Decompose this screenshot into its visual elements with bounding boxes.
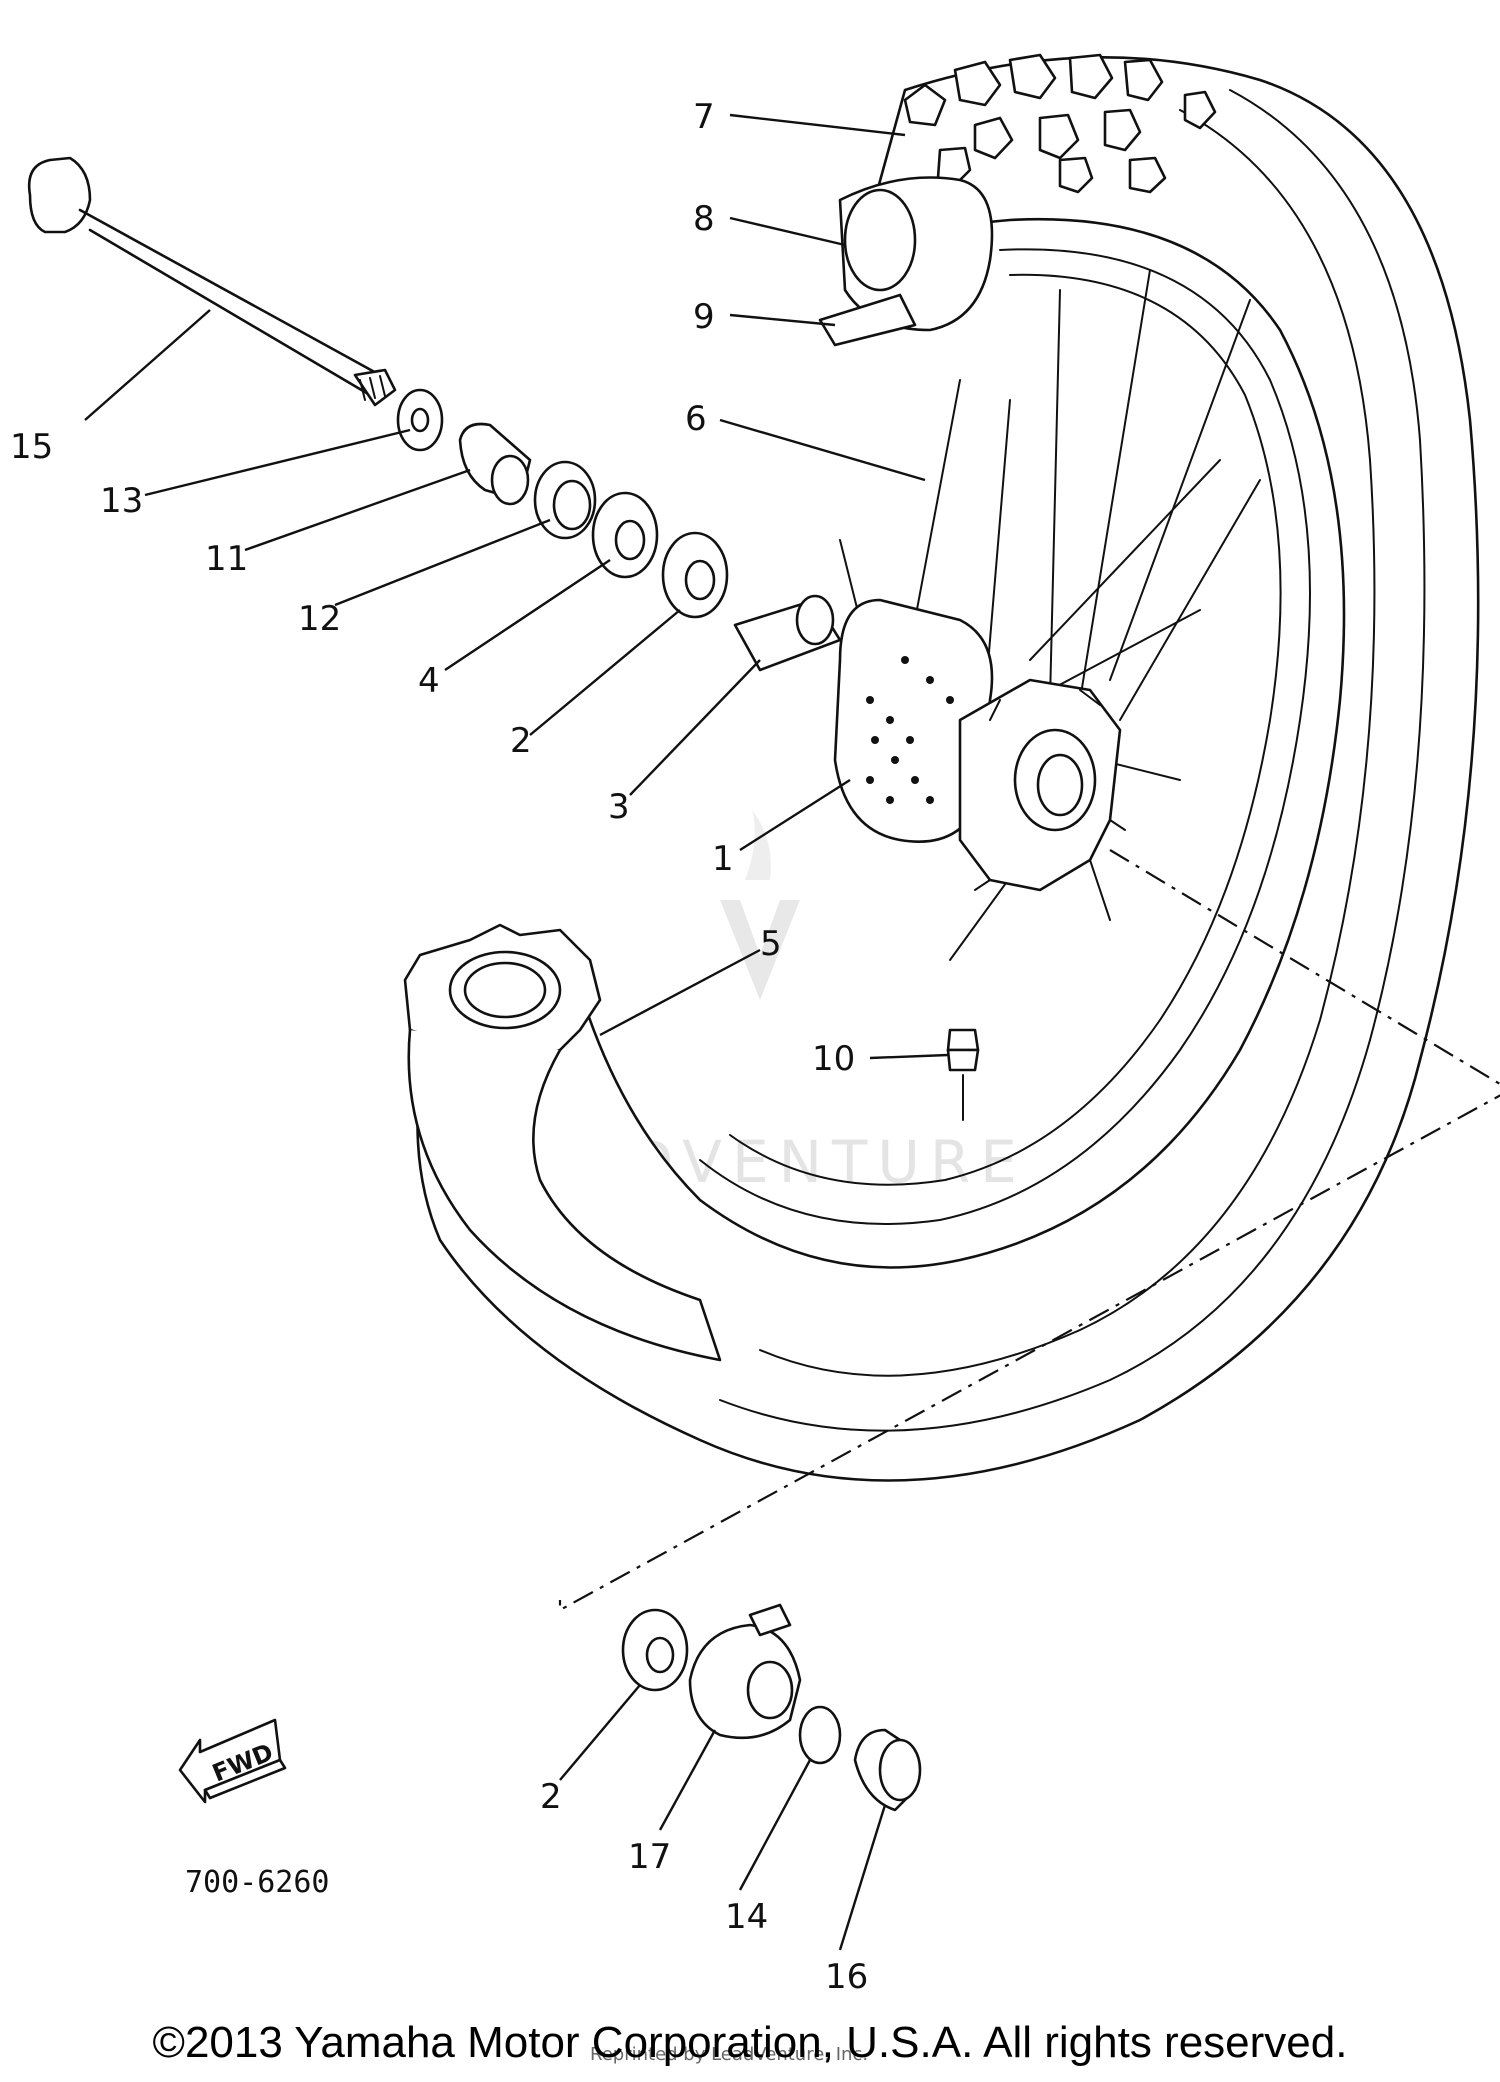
- callout-15: 15: [10, 427, 53, 467]
- callout-6: 6: [685, 399, 707, 439]
- inner-tube: [838, 176, 994, 332]
- callout-17: 17: [628, 1837, 671, 1877]
- callout-7: 7: [693, 97, 715, 137]
- reprint-credit: Reprinted by LeadVenture, Inc.: [590, 2044, 868, 2065]
- bearing-2-upper: [661, 531, 729, 619]
- washer-13: [396, 388, 444, 452]
- callout-2-lower: 2: [540, 1777, 562, 1817]
- axle: [27, 156, 397, 407]
- callout-16: 16: [825, 1957, 868, 1997]
- tire-cross-section: [403, 923, 722, 1362]
- copyright-notice: ©2013 Yamaha Motor Corporation, U.S.A. A…: [152, 2018, 1348, 2067]
- assembly-axis-line: [558, 849, 1500, 1612]
- washer-14: [798, 1705, 842, 1765]
- callout-8: 8: [693, 199, 715, 239]
- oil-seal-12: [533, 460, 597, 540]
- callout-9: 9: [693, 297, 715, 337]
- callout-12: 12: [298, 599, 341, 639]
- watermark-logo: [720, 810, 800, 1000]
- diagram-code: 700-6260: [185, 1865, 330, 1900]
- callout-14: 14: [725, 1897, 768, 1937]
- part-callouts: 7 8 9 6 15 13 11 12 4 2 3 1 5 10 2 17 14…: [10, 97, 868, 1997]
- bearing-4: [591, 491, 659, 579]
- callout-2-upper: 2: [510, 721, 532, 761]
- leader-lines: [84, 113, 949, 1951]
- callout-10: 10: [812, 1039, 855, 1079]
- callout-1: 1: [712, 839, 734, 879]
- callout-13: 13: [100, 481, 143, 521]
- callout-5: 5: [760, 924, 782, 964]
- rim-band: [818, 293, 917, 347]
- tire: [416, 53, 1480, 1482]
- spacer-3: [733, 594, 842, 672]
- callout-3: 3: [608, 787, 630, 827]
- valve-stem: [946, 1028, 980, 1121]
- collar-16: [853, 1728, 922, 1812]
- callout-4: 4: [418, 661, 440, 701]
- bearing-2-lower: [621, 1608, 689, 1692]
- meter-gear-unit-17: [688, 1603, 802, 1740]
- collar-11: [458, 422, 532, 506]
- fwd-arrow-icon: FWD: [178, 1718, 287, 1804]
- tread-pattern: [903, 53, 1217, 194]
- hub: [833, 598, 1126, 892]
- callout-11: 11: [205, 539, 248, 579]
